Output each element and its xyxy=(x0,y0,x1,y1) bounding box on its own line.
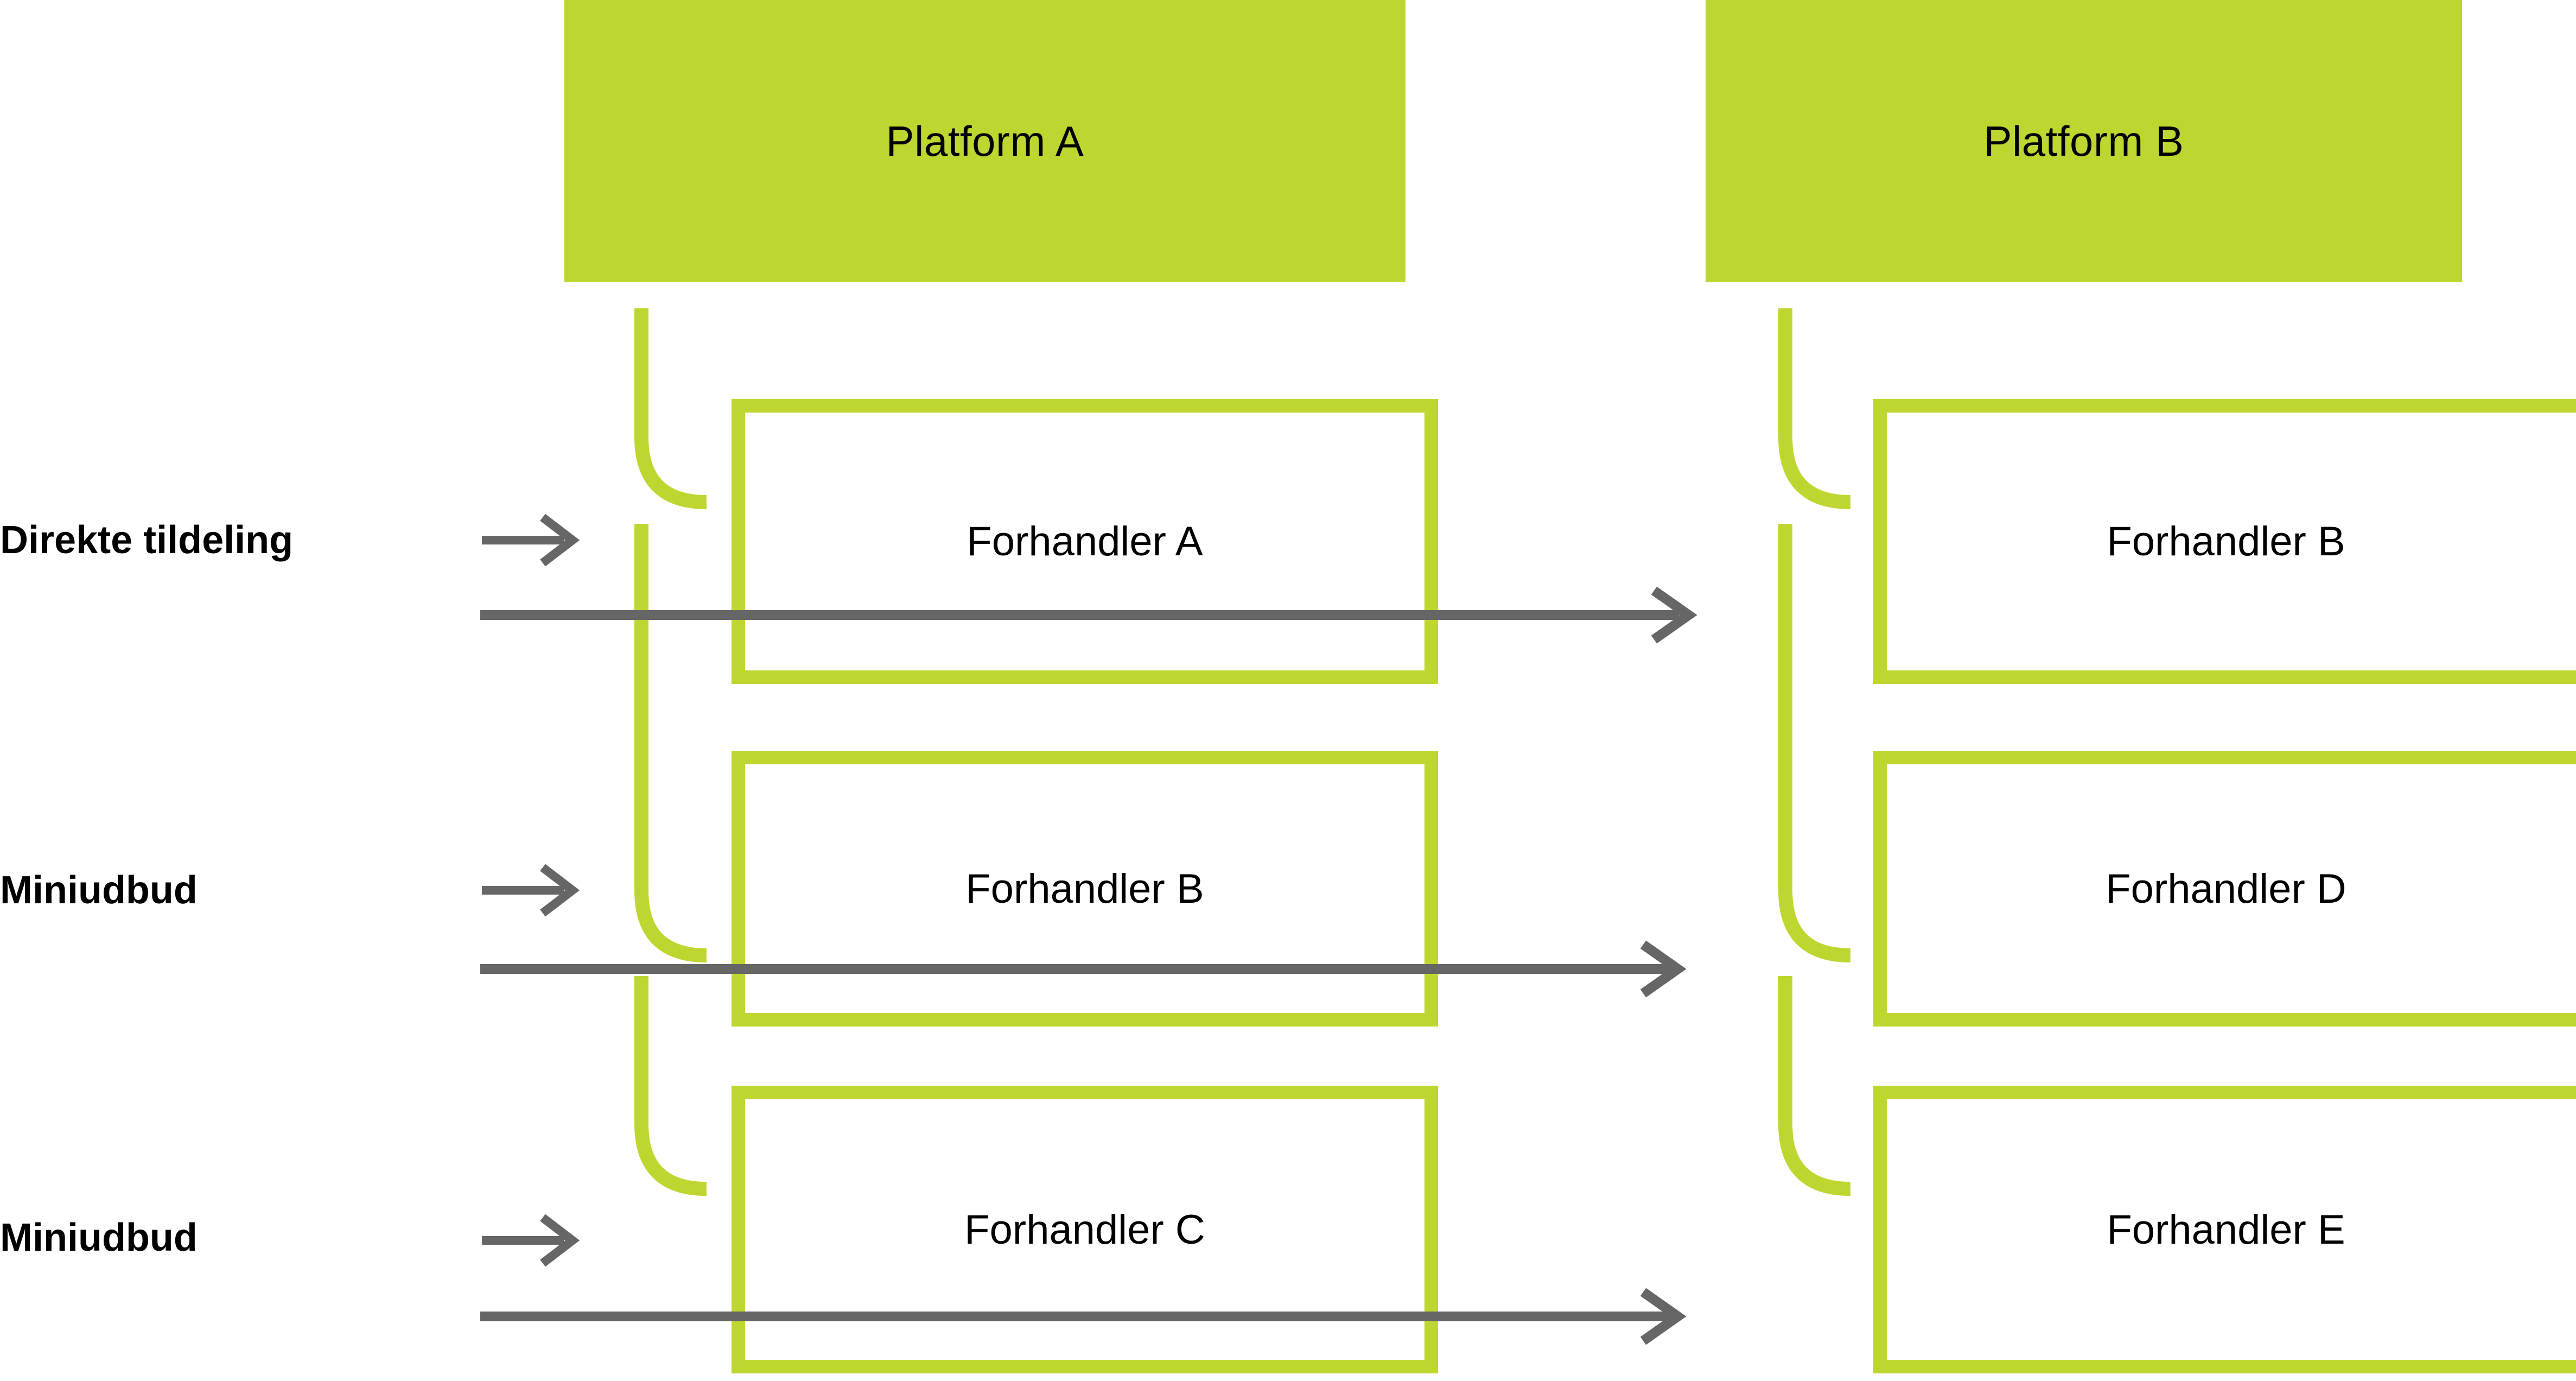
dealer-label-right-1: Forhandler B xyxy=(2107,518,2345,565)
connector-right-row-1 xyxy=(1778,308,1851,509)
dealer-box-left-3[interactable]: Forhandler C xyxy=(732,1086,1438,1373)
platform-box-b[interactable]: Platform B xyxy=(1706,0,2462,282)
dealer-label-left-2: Forhandler B xyxy=(965,865,1204,912)
platform-label-a: Platform A xyxy=(886,117,1084,165)
connector-left-row-1 xyxy=(634,308,707,509)
connector-left-row-2 xyxy=(634,524,707,962)
dealer-label-left-3: Forhandler C xyxy=(964,1206,1205,1253)
dealer-box-left-1[interactable]: Forhandler A xyxy=(732,399,1438,684)
connector-right-row-2 xyxy=(1778,524,1851,962)
platform-box-a[interactable]: Platform A xyxy=(564,0,1405,282)
arrow-right-icon-row-1 xyxy=(482,514,580,567)
row-label-text-1: Direkte tildeling xyxy=(0,518,294,562)
dealer-box-left-2[interactable]: Forhandler B xyxy=(732,751,1438,1027)
row-label-text-3: Miniudbud xyxy=(0,1216,198,1259)
arrow-right-icon-row-2 xyxy=(482,864,580,917)
connector-left-row-3 xyxy=(634,976,707,1196)
dealer-label-right-2: Forhandler D xyxy=(2106,865,2346,912)
row-label-miniudbud-1: Miniudbud xyxy=(0,868,198,913)
connector-right-row-3 xyxy=(1778,976,1851,1196)
dealer-box-right-3[interactable]: Forhandler E xyxy=(1873,1086,2576,1373)
row-label-miniudbud-2: Miniudbud xyxy=(0,1215,198,1260)
dealer-box-right-1[interactable]: Forhandler B xyxy=(1873,399,2576,684)
dealer-label-right-3: Forhandler E xyxy=(2107,1206,2345,1253)
platform-label-b: Platform B xyxy=(1983,117,2184,165)
row-label-direkte-tildeling: Direkte tildeling xyxy=(0,518,293,562)
dealer-box-right-2[interactable]: Forhandler D xyxy=(1873,751,2576,1027)
arrow-right-icon-row-3 xyxy=(482,1214,580,1267)
dealer-label-left-1: Forhandler A xyxy=(966,518,1203,565)
row-label-text-2: Miniudbud xyxy=(0,869,198,912)
